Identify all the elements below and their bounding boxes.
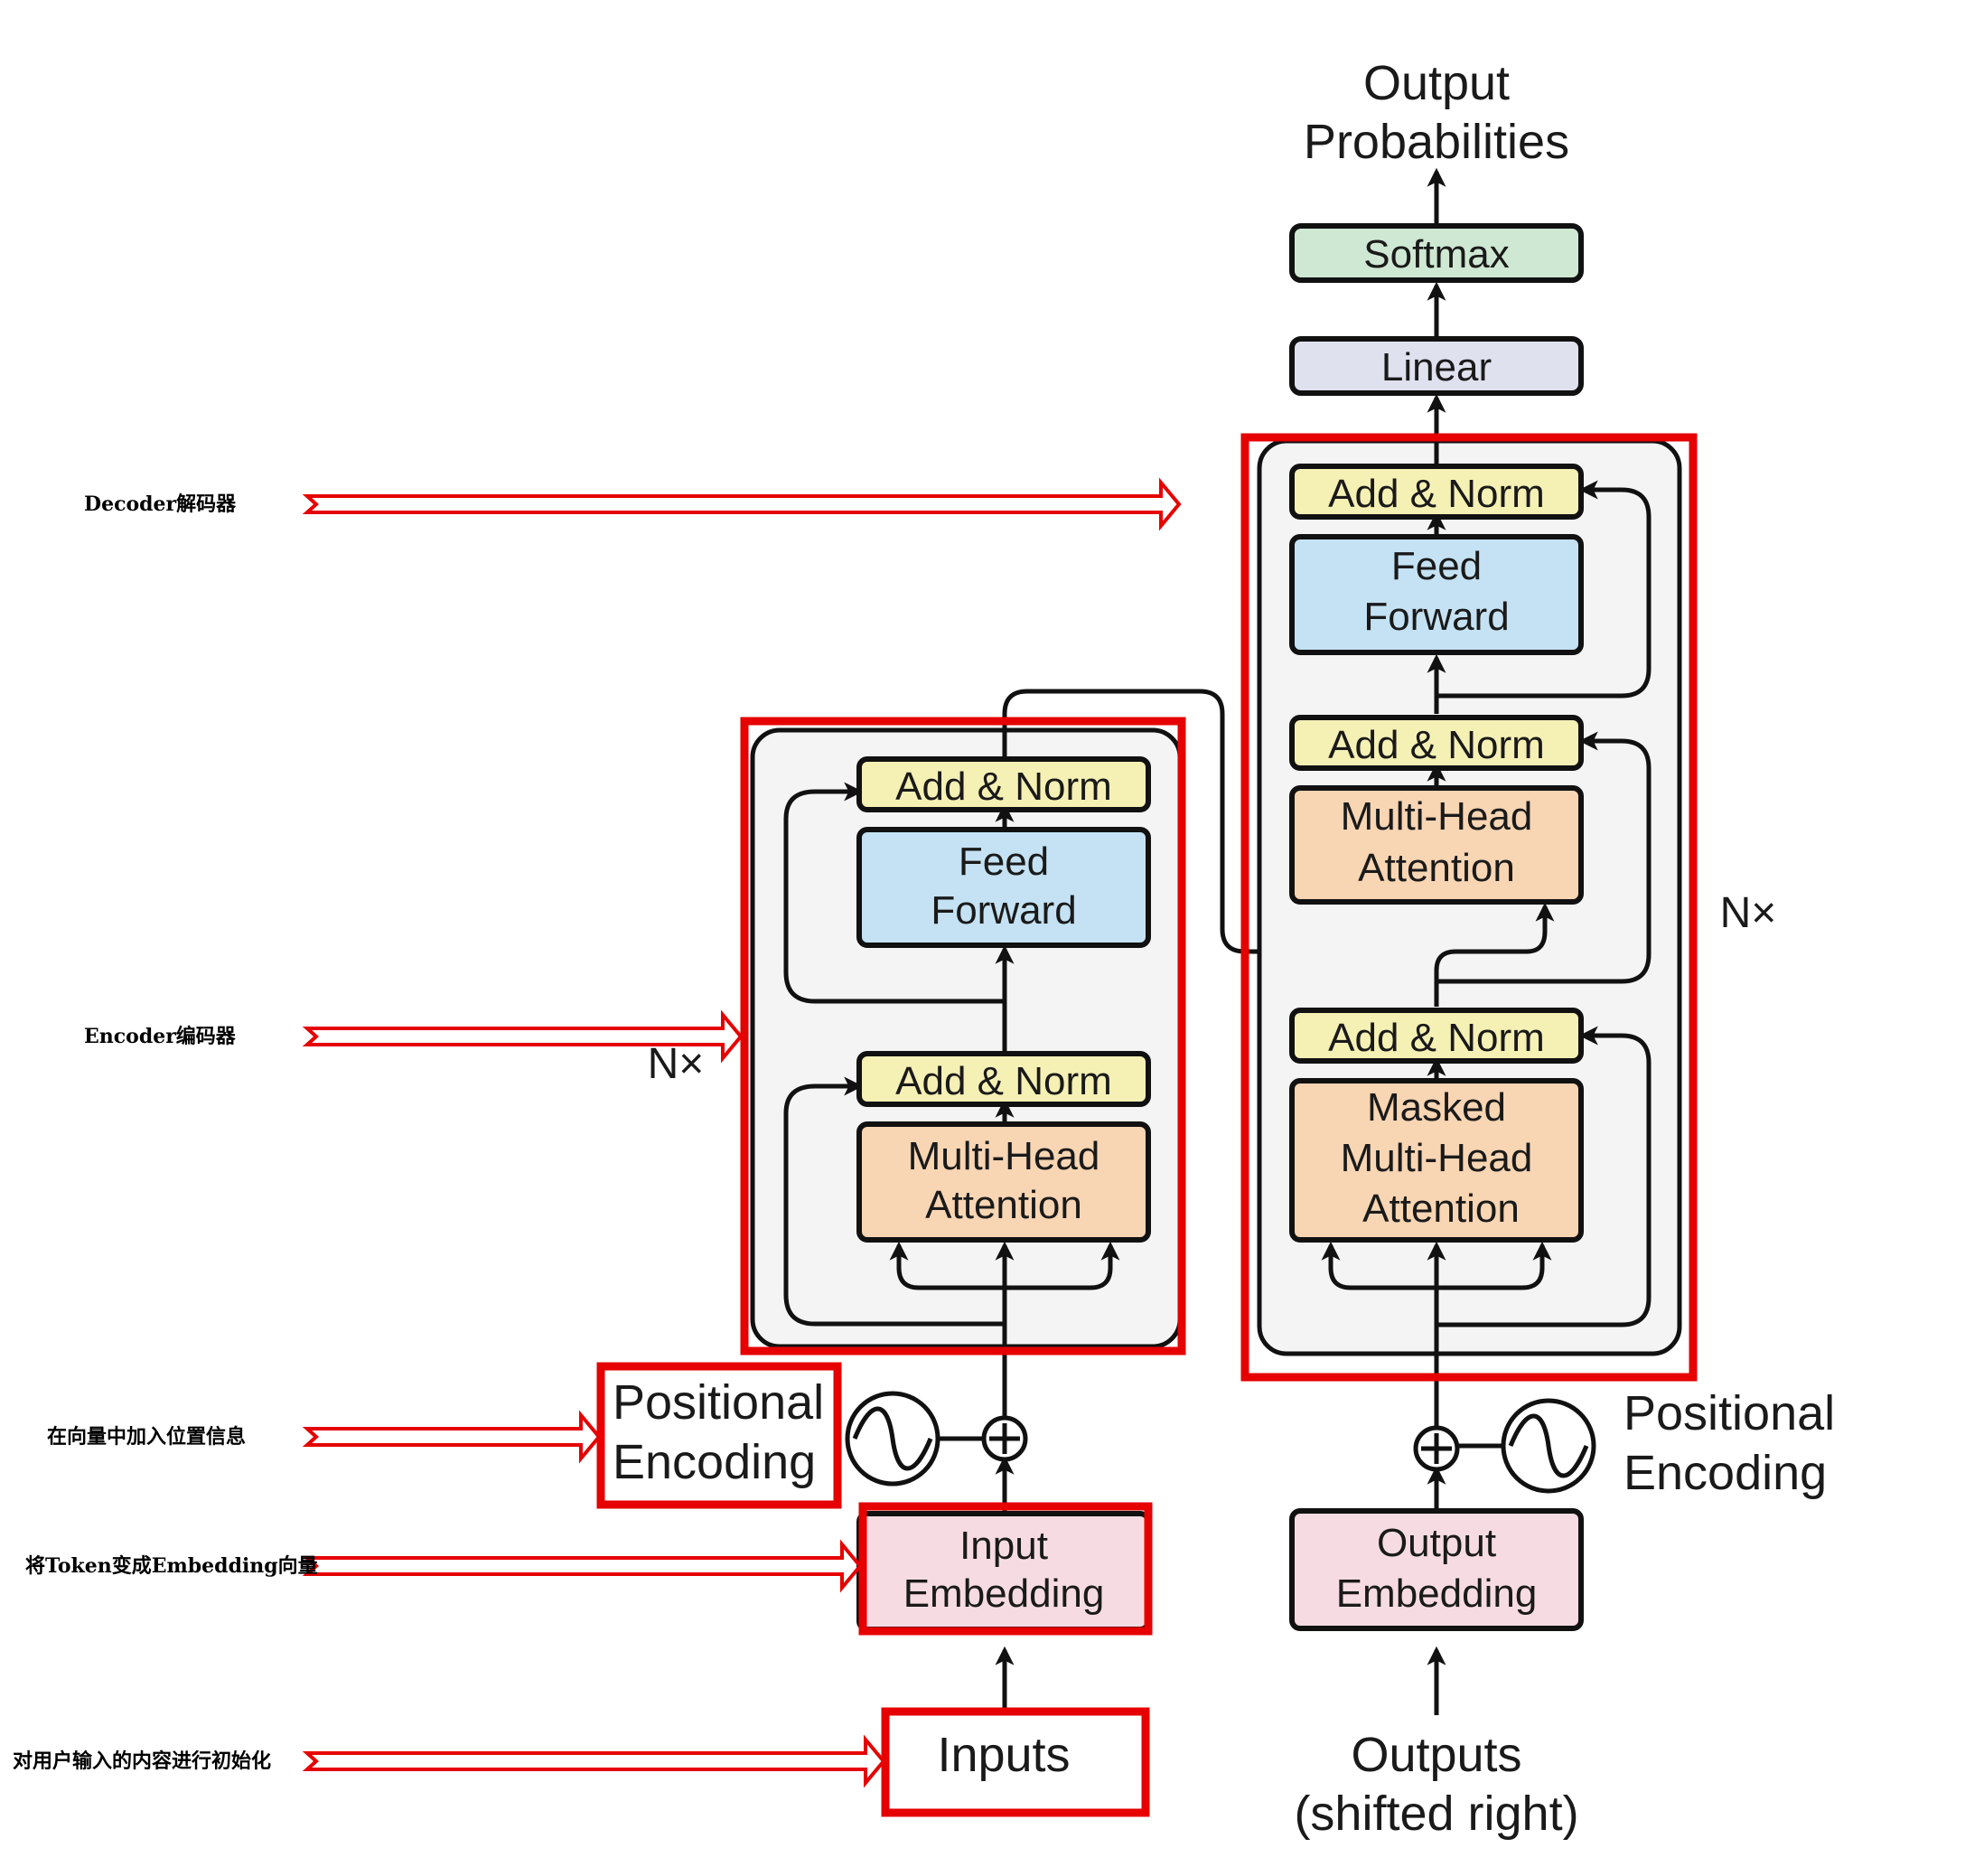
decoder-positional-label-1: Positional	[1623, 1386, 1835, 1440]
decoder-nx-label: N×	[1720, 889, 1777, 937]
embedding-annotation-arrow	[302, 1539, 863, 1593]
positional-encoding-highlight-box	[596, 1362, 842, 1509]
decoder-embedding-label-1: Output	[1377, 1521, 1496, 1565]
positional-annotation-arrow	[302, 1410, 602, 1464]
encoder-annotation-arrow	[302, 1009, 744, 1064]
encoder-feed-forward-label-1: Feed	[959, 840, 1049, 884]
decoder-attention-label-2: Attention	[1358, 846, 1515, 890]
decoder-embedding-label-2: Embedding	[1336, 1571, 1538, 1616]
decoder-masked-split-right	[1436, 1241, 1552, 1290]
encoder-attention-label-2: Attention	[925, 1183, 1082, 1227]
decoder-residual-cross	[1436, 731, 1652, 984]
encoder-add-norm-top-label: Add & Norm	[895, 764, 1112, 809]
decoder-multi-head-attention	[1289, 785, 1584, 905]
decoder-highlight-box	[1240, 433, 1698, 1382]
decoder-masked-label-3: Attention	[1362, 1187, 1520, 1231]
output-probabilities-label-2: Probabilities	[1304, 115, 1569, 169]
encoder-annotation-text: Encoder编码器	[84, 1025, 237, 1048]
encoder-sine-wave-curve	[852, 1406, 933, 1471]
decoder-attention-label-1: Multi-Head	[1341, 794, 1533, 839]
output-probabilities-label-1: Output	[1363, 56, 1510, 110]
encoder-embedding-label-2: Embedding	[903, 1571, 1105, 1616]
outputs-label: Outputs	[1351, 1728, 1521, 1782]
encoder-to-decoder-wire	[1002, 689, 1312, 954]
decoder-positional-label-2: Encoding	[1623, 1446, 1827, 1500]
decoder-masked-multi-head-attention	[1289, 1078, 1584, 1243]
decoder-residual-masked	[1436, 1026, 1652, 1327]
softmax-block	[1289, 223, 1584, 283]
encoder-stack-background	[750, 727, 1183, 1349]
encoder-attention-label-1: Multi-Head	[908, 1134, 1100, 1178]
input-embedding-highlight-box	[858, 1502, 1153, 1636]
decoder-annotation-text: Decoder解码器	[84, 492, 237, 516]
encoder-add-norm-top	[856, 756, 1151, 812]
decoder-add-norm-bottom	[1289, 1008, 1584, 1064]
inputs-annotation-text: 对用户输入的内容进行初始化	[13, 1749, 271, 1773]
decoder-add-norm-bottom-label: Add & Norm	[1328, 1016, 1545, 1060]
encoder-embedding-label-1: Input	[959, 1524, 1048, 1568]
encoder-feed-forward	[856, 827, 1151, 948]
linear-block	[1289, 336, 1584, 396]
encoder-highlight-box	[740, 717, 1186, 1355]
encoder-residual-attention	[783, 1076, 1005, 1327]
encoder-attention-split-right	[1005, 1241, 1120, 1290]
encoder-add-norm-bottom-label: Add & Norm	[895, 1059, 1112, 1103]
decoder-feed-forward-label-1: Feed	[1391, 544, 1482, 588]
decoder-masked-split-left	[1321, 1241, 1436, 1290]
outputs-shifted-label: (shifted right)	[1294, 1787, 1578, 1841]
decoder-sine-wave-curve	[1508, 1413, 1589, 1478]
decoder-masked-label-2: Multi-Head	[1341, 1136, 1533, 1180]
encoder-add-norm-bottom	[856, 1051, 1151, 1107]
encoder-residual-ffn	[783, 782, 1005, 1004]
decoder-annotation-arrow	[302, 477, 1182, 531]
decoder-add-norm-top-label: Add & Norm	[1328, 472, 1545, 516]
encoder-attention-split	[889, 1241, 1005, 1290]
encoder-multi-head-attention	[856, 1121, 1151, 1243]
inputs-label: Inputs	[937, 1728, 1070, 1782]
positional-annotation-text: 在向量中加入位置信息	[47, 1425, 246, 1449]
decoder-add-norm-top	[1289, 464, 1584, 520]
inputs-annotation-arrow	[302, 1734, 886, 1788]
encoder-nx-label: N×	[648, 1040, 705, 1088]
decoder-residual-ffn	[1436, 480, 1652, 699]
linear-label: Linear	[1381, 345, 1492, 389]
decoder-output-embedding	[1289, 1508, 1584, 1631]
inputs-highlight-box	[881, 1707, 1150, 1817]
decoder-add-norm-mid	[1289, 715, 1584, 771]
decoder-query-wire	[1434, 902, 1555, 1007]
decoder-add-norm-mid-label: Add & Norm	[1328, 723, 1545, 767]
encoder-positional-label-1: Positional	[613, 1375, 824, 1430]
softmax-label: Softmax	[1363, 232, 1509, 277]
decoder-feed-forward	[1289, 534, 1584, 655]
decoder-masked-label-1: Masked	[1367, 1085, 1506, 1130]
embedding-annotation-text: 将Token变成Embedding向量	[25, 1554, 318, 1578]
encoder-feed-forward-label-2: Forward	[931, 888, 1076, 933]
decoder-feed-forward-label-2: Forward	[1363, 595, 1509, 639]
encoder-positional-label-2: Encoding	[613, 1435, 816, 1489]
